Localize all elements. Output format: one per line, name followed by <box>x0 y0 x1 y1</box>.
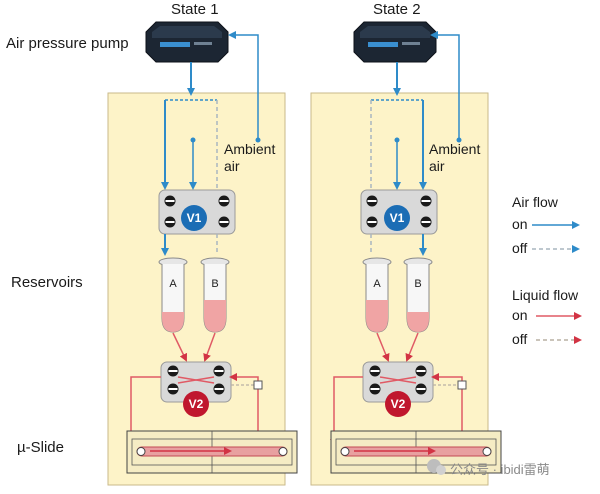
state2-panel-bg <box>310 92 489 486</box>
pump-label: Air pressure pump <box>6 35 129 52</box>
reservoir-tube-icon: A <box>158 257 188 333</box>
reservoir-tube-icon: B <box>403 257 433 333</box>
tube-a-label: A <box>169 278 177 290</box>
watermark: 公众号 · ibidi雷萌 <box>450 462 550 477</box>
valve-v1-state2: V1 <box>360 189 438 235</box>
legend-liquid-off: off <box>512 331 528 347</box>
v2-label: V2 <box>391 397 406 411</box>
wechat-icon <box>427 459 446 475</box>
ambient-line2: air <box>429 158 445 174</box>
state1-panel: V1 A B V2 <box>107 21 298 486</box>
reservoir-tube-icon: A <box>362 257 392 333</box>
ambient-line1: Ambient <box>429 141 481 157</box>
ambient-line2: air <box>224 158 240 174</box>
tube-b-label: B <box>211 278 218 290</box>
reservoir-tube-icon: B <box>200 257 230 333</box>
valve-v2-state2: V2 <box>362 361 434 417</box>
state2-panel: V1 A B V2 <box>310 21 502 486</box>
legend-air-title: Air flow <box>512 194 558 210</box>
state1-panel-bg <box>107 92 286 486</box>
reservoirs-label: Reservoirs <box>11 274 83 291</box>
ambient-air-label-state1: Ambient air <box>224 141 275 175</box>
slide-channel-icon <box>126 430 298 474</box>
state2-title: State 2 <box>373 1 421 18</box>
ambient-air-label-state2: Ambient air <box>429 141 480 175</box>
v1-label: V1 <box>390 211 405 225</box>
slide-label: µ-Slide <box>17 439 64 456</box>
ambient-line1: Ambient <box>224 141 276 157</box>
valve-v1-state1: V1 <box>158 189 236 235</box>
legend-air-on: on <box>512 216 528 232</box>
legend-air-off: off <box>512 240 528 256</box>
legend-liquid-on: on <box>512 307 528 323</box>
valve-v2-state1: V2 <box>160 361 232 417</box>
v2-label: V2 <box>189 397 204 411</box>
legend-liquid-title: Liquid flow <box>512 287 579 303</box>
tube-a-label: A <box>373 278 381 290</box>
tube-b-label: B <box>414 278 421 290</box>
pump-icon <box>145 21 229 63</box>
pump-icon <box>353 21 437 63</box>
state1-title: State 1 <box>171 1 219 18</box>
legend <box>532 221 582 344</box>
v1-label: V1 <box>187 211 202 225</box>
